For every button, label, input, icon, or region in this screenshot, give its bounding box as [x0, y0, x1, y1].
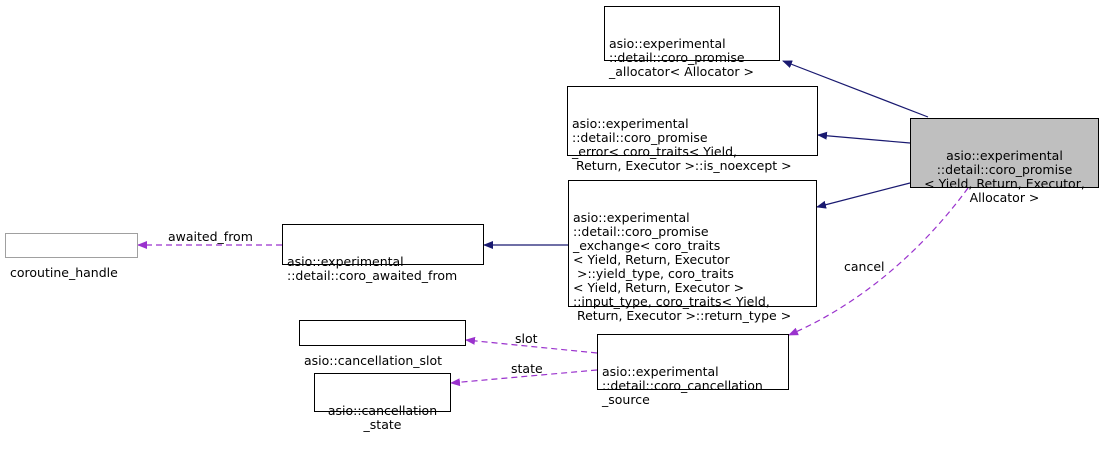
node-coro-promise-label: asio::experimental ::detail::coro_promis…: [924, 148, 1085, 205]
node-coro-promise-allocator[interactable]: asio::experimental ::detail::coro_promis…: [604, 6, 780, 79]
node-coro-promise-exchange[interactable]: asio::experimental ::detail::coro_promis…: [568, 180, 817, 323]
edge-layer: [137, 60, 969, 387]
node-coro-awaited-from[interactable]: asio::experimental ::detail::coro_awaite…: [282, 224, 484, 283]
edge-uses-coro-cancellation-source: [788, 187, 969, 336]
edge-inherits-promise-exchange: [816, 182, 911, 209]
node-coro-promise-exchange-label: asio::experimental ::detail::coro_promis…: [573, 210, 792, 323]
edge-label-slot: slot: [515, 331, 538, 346]
node-coro-promise[interactable]: asio::experimental ::detail::coro_promis…: [910, 118, 1099, 205]
node-coroutine-handle[interactable]: coroutine_handle: [5, 233, 138, 280]
node-cancellation-slot-label: asio::cancellation_slot: [304, 353, 443, 368]
edge-inherits-promise-error: [817, 131, 911, 144]
node-coro-promise-allocator-label: asio::experimental ::detail::coro_promis…: [609, 36, 754, 79]
edge-label-state: state: [511, 361, 543, 376]
node-coro-cancellation-source-label: asio::experimental ::detail::coro_cancel…: [602, 364, 763, 407]
node-coro-promise-error[interactable]: asio::experimental ::detail::coro_promis…: [567, 86, 818, 173]
node-cancellation-slot[interactable]: asio::cancellation_slot: [299, 320, 466, 368]
node-cancellation-state[interactable]: asio::cancellation _state: [314, 373, 451, 432]
edge-label-awaited-from: awaited_from: [168, 229, 253, 244]
node-coro-cancellation-source[interactable]: asio::experimental ::detail::coro_cancel…: [597, 334, 789, 407]
node-coroutine-handle-label: coroutine_handle: [10, 265, 118, 280]
node-coro-promise-error-label: asio::experimental ::detail::coro_promis…: [572, 116, 792, 173]
edge-label-cancel: cancel: [844, 259, 885, 274]
node-cancellation-state-label: asio::cancellation _state: [327, 403, 438, 432]
edge-uses-cancellation-state: [450, 369, 598, 387]
node-coro-awaited-from-label: asio::experimental ::detail::coro_awaite…: [287, 254, 458, 283]
class-diagram: asio::experimental ::detail::coro_promis…: [5, 6, 1099, 432]
edge-inherits-promise-allocator: [782, 60, 929, 118]
edge-uses-cancellation-slot: [465, 336, 598, 354]
